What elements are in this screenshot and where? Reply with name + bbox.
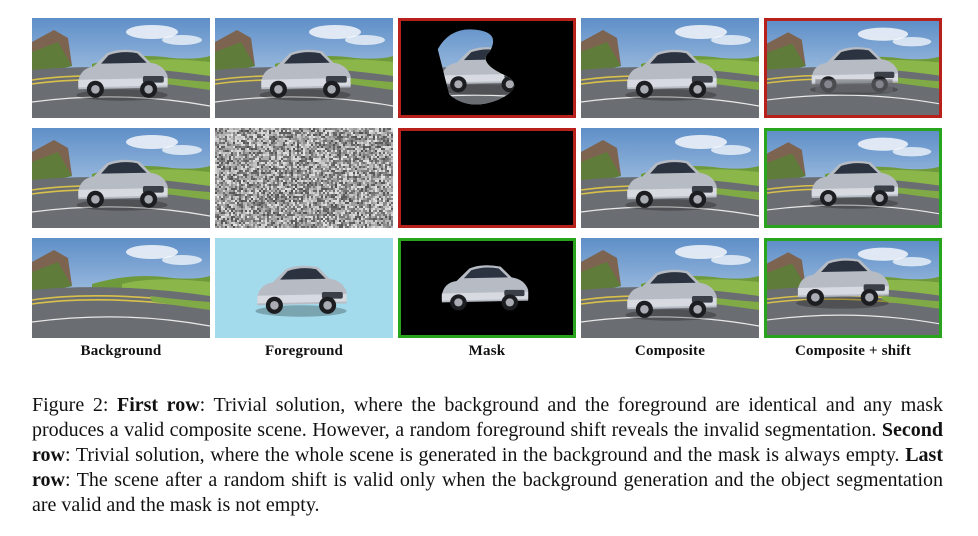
figure-thumbnail [215, 238, 393, 338]
figure-thumbnail [767, 21, 939, 115]
image-foreground-row2 [215, 128, 393, 228]
figure-thumbnail [767, 241, 939, 335]
image-mask-row2 [398, 128, 576, 228]
image-foreground-row3 [215, 238, 393, 338]
label-composite-shift: Composite + shift [794, 343, 912, 359]
caption-second-row-label: Second row [32, 419, 943, 466]
label-mask: Mask [468, 343, 506, 359]
figure-thumbnail [581, 128, 759, 228]
image-composite-row2 [581, 128, 759, 228]
caption-prefix: Figure 2: [32, 394, 117, 416]
image-mask-row1 [398, 18, 576, 118]
figure-thumbnail [401, 241, 573, 335]
figure-thumbnail [581, 18, 759, 118]
figure-thumbnail [215, 18, 393, 118]
image-composite-row1 [581, 18, 759, 118]
column-labels: Background Foreground Mask Composite Com… [32, 343, 944, 365]
figure-row-second [32, 128, 944, 228]
image-composite-shift-row1 [764, 18, 942, 118]
figure-row-last [32, 238, 944, 338]
figure-thumbnail [401, 21, 573, 115]
image-composite-shift-row2 [764, 128, 942, 228]
figure-thumbnail [32, 128, 210, 228]
figure-thumbnail [581, 238, 759, 338]
image-composite-row3 [581, 238, 759, 338]
caption-first-row-label: First row [116, 394, 200, 416]
caption-last-row-text: : The scene after a random shift is vali… [32, 469, 943, 516]
caption-last-row-label: Last row [32, 444, 943, 491]
figure-thumbnail [767, 131, 939, 225]
image-mask-row3 [398, 238, 576, 338]
label-composite: Composite [634, 343, 706, 359]
figure-thumbnail [215, 128, 393, 228]
image-composite-shift-row3 [764, 238, 942, 338]
label-foreground: Foreground [264, 343, 344, 359]
image-background-row1 [32, 18, 210, 118]
figure-row-first [32, 18, 944, 118]
image-background-row2 [32, 128, 210, 228]
image-foreground-row1 [215, 18, 393, 118]
label-background: Background [80, 343, 162, 359]
figure-thumbnail [32, 238, 210, 338]
caption-first-row-text: : Trivial solution, where the background… [32, 394, 943, 441]
caption-second-row-text: : Trivial solution, where the whole scen… [64, 444, 906, 466]
figure-thumbnail [401, 131, 573, 225]
figure-thumbnail [32, 18, 210, 118]
image-background-row3 [32, 238, 210, 338]
figure-caption: Figure 2: First row: Trivial solution, w… [32, 393, 943, 518]
